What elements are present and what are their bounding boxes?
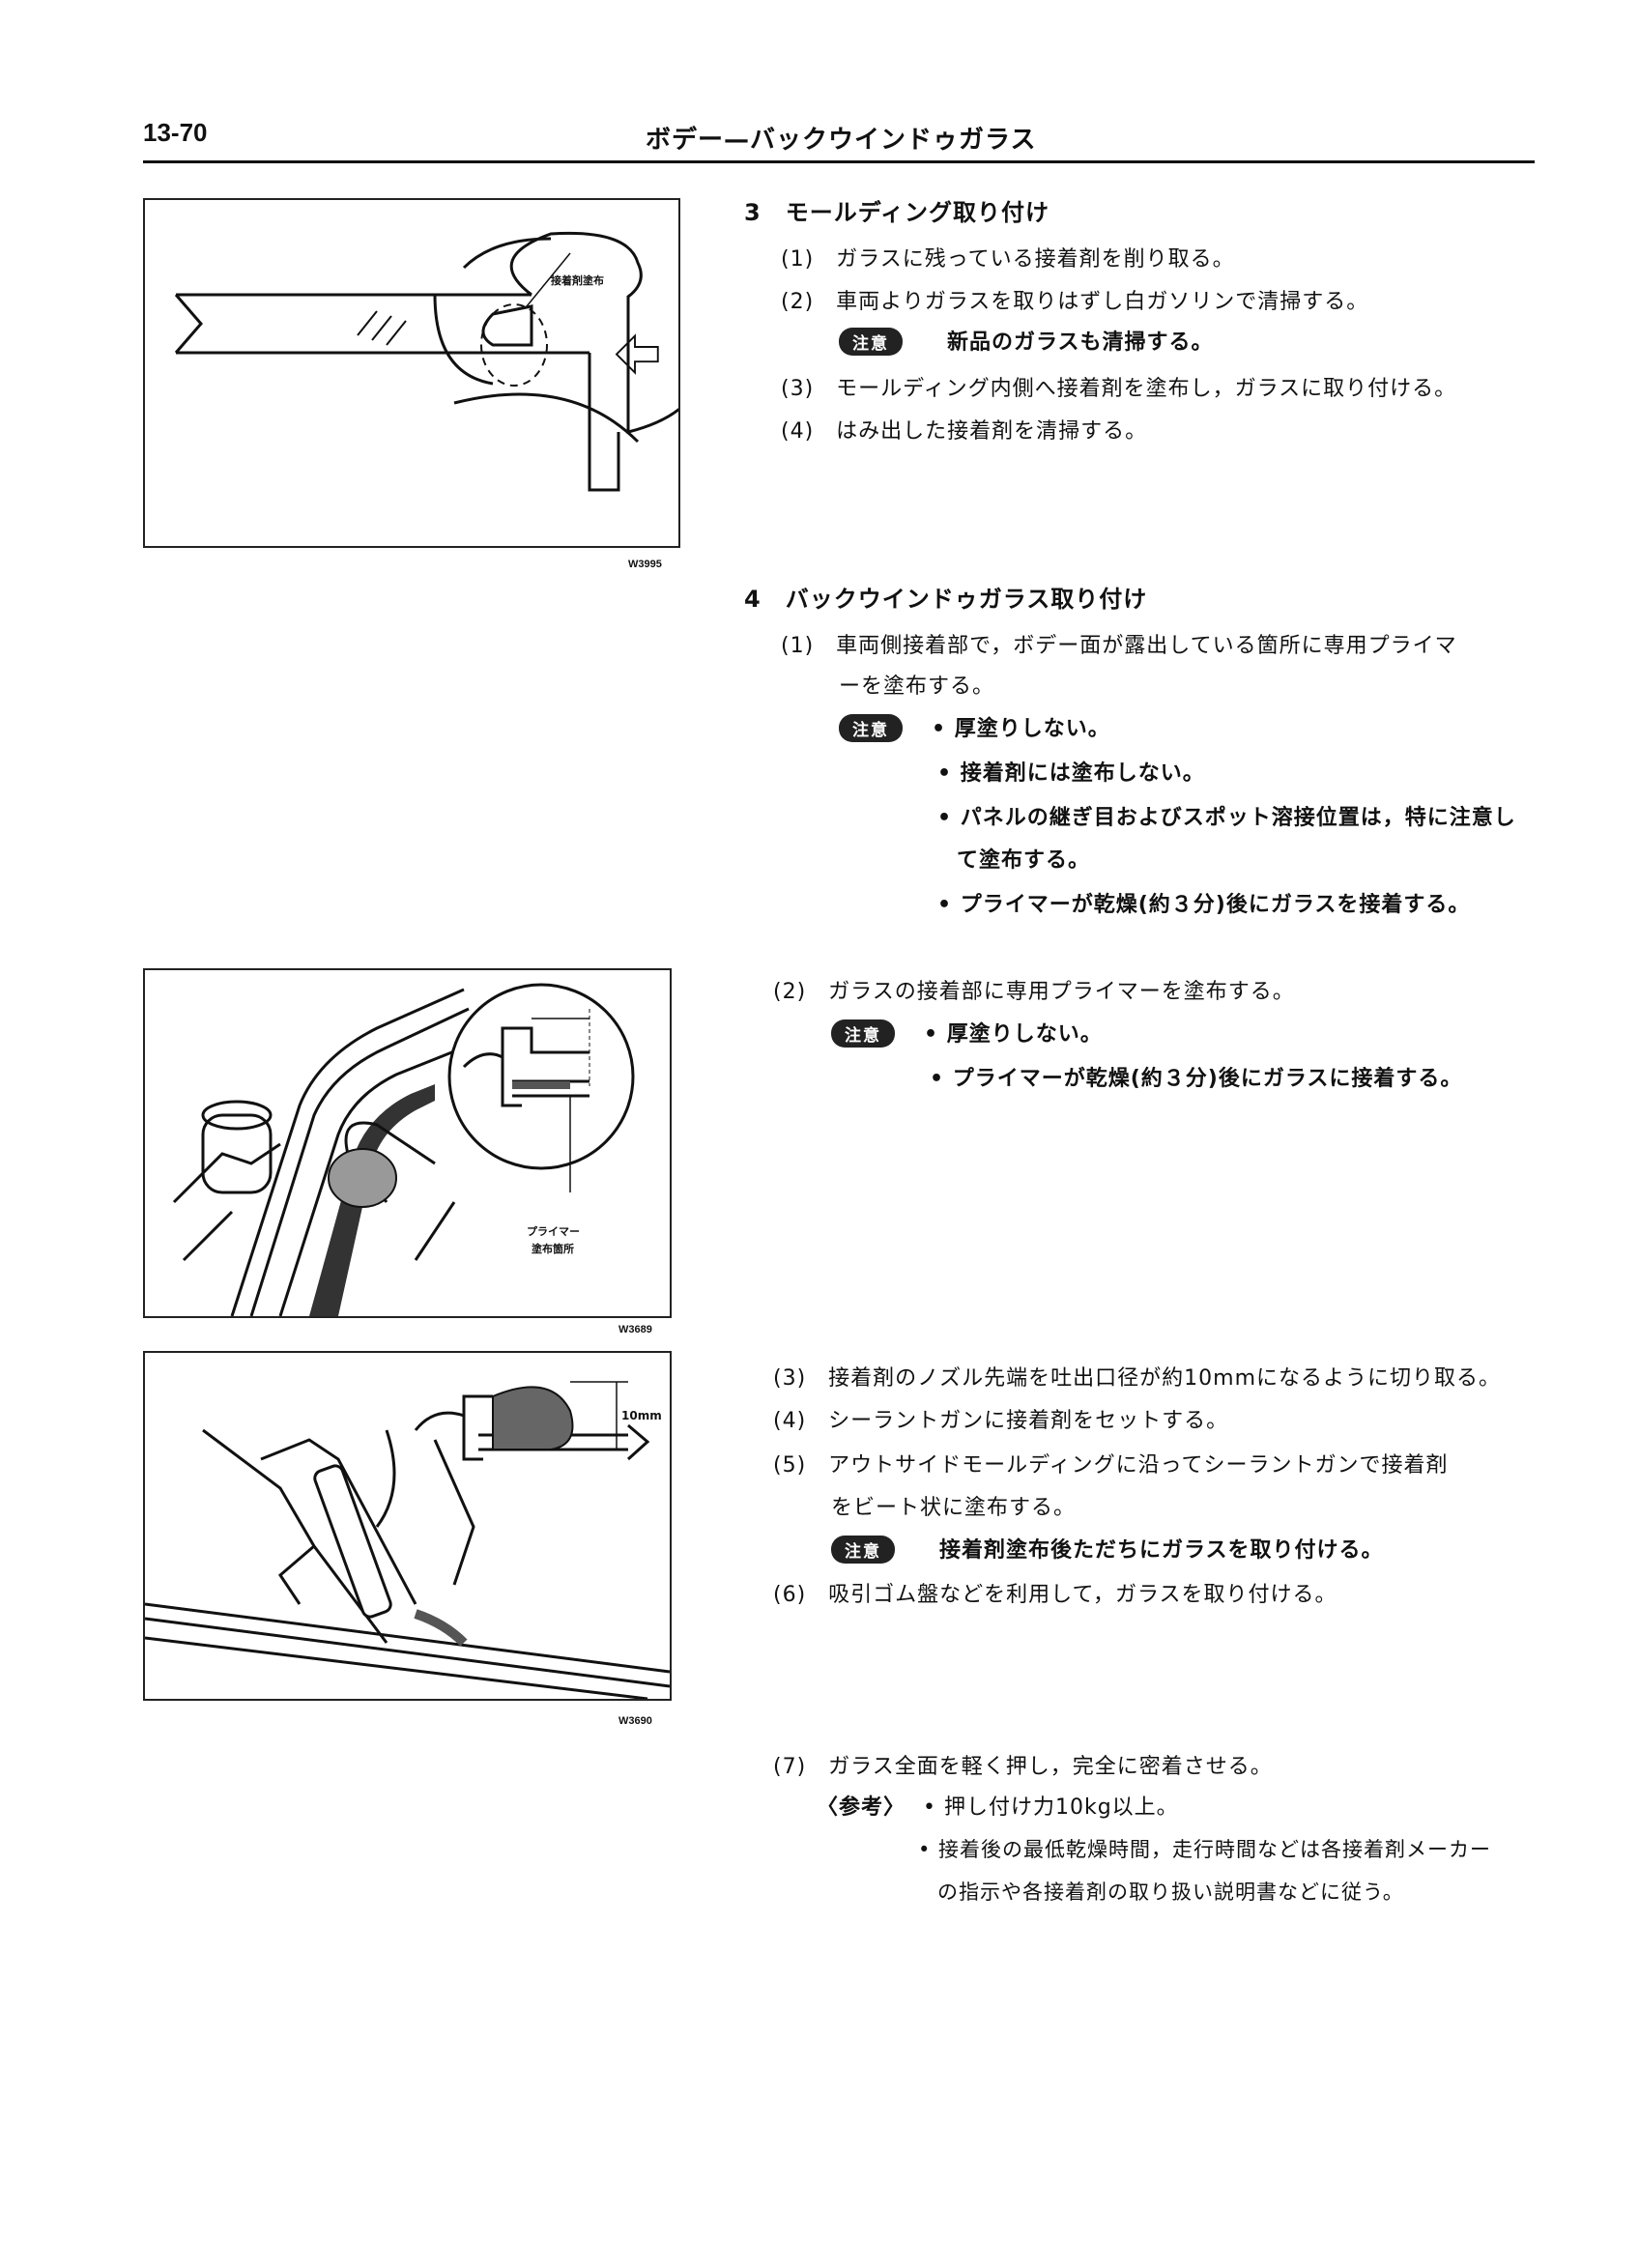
section4-step2: (2) ガラスの接着部に専用プライマーを塗布する。 — [773, 980, 1295, 1004]
section4-note1: 注意 • 厚塗りしない。 — [839, 711, 1110, 742]
section4-step3: (3) 接着剤のノズル先端を吐出口径が約10mmになるように切り取る。 — [773, 1366, 1502, 1391]
section3-step1: (1) ガラスに残っている接着剤を削り取る。 — [781, 247, 1235, 272]
note1-item-4: て塗布する。 — [957, 848, 1091, 873]
note2-item-2: • プライマーが乾燥(約３分)後にガラスに接着する。 — [930, 1067, 1463, 1091]
page-title: ボデー—バックウインドゥガラス — [646, 126, 1037, 155]
ref-item-3: の指示や各接着剤の取り扱い説明書などに従う。 — [937, 1880, 1404, 1904]
primer-label-2: 塗布箇所 — [532, 1243, 574, 1255]
section4-heading: 4 バックウインドゥガラス取り付け — [744, 586, 1148, 613]
figure-molding: 接着剤塗布 — [143, 198, 680, 548]
section4-note3: 注意 接着剤塗布後ただちにガラスを取り付ける。 — [831, 1533, 1384, 1564]
reference-block: 〈参考〉 • 押し付け力10kg以上。 — [817, 1790, 1179, 1821]
section4-step4: (4) シーラントガンに接着剤をセットする。 — [773, 1409, 1229, 1433]
note1-item-3: • パネルの継ぎ目およびスポット溶接位置は，特に注意し — [937, 806, 1516, 830]
header-rule — [143, 160, 1535, 163]
note-badge: 注意 — [839, 714, 903, 742]
section4-step7: (7) ガラス全面を軽く押し，完全に密着させる。 — [773, 1755, 1273, 1779]
section3-step3: (3) モールディング内側へ接着剤を塗布し，ガラスに取り付ける。 — [781, 377, 1457, 401]
section3-note-text: 新品のガラスも清掃する。 — [947, 330, 1214, 355]
section4-step5-line2: をビート状に塗布する。 — [831, 1496, 1077, 1520]
note1-item-2: • 接着剤には塗布しない。 — [937, 761, 1205, 786]
note1-item-1: • 厚塗りしない。 — [932, 717, 1110, 741]
primer-label-1: プライマー — [527, 1225, 580, 1238]
note2-item-1: • 厚塗りしない。 — [924, 1022, 1103, 1047]
section3-step4: (4) はみ出した接着剤を清掃する。 — [781, 419, 1148, 444]
dim-10mm-label: 10mm — [621, 1409, 662, 1422]
note-badge: 注意 — [831, 1019, 895, 1048]
section4-step6: (6) 吸引ゴム盤などを利用して，ガラスを取り付ける。 — [773, 1583, 1337, 1607]
section3-heading: 3 モールディング取り付け — [744, 199, 1050, 226]
page-number: 13-70 — [143, 118, 208, 147]
section3-note: 注意 新品のガラスも清掃する。 — [839, 325, 1214, 356]
primer-illustration — [172, 983, 635, 1316]
section4-step1-line2: ーを塗布する。 — [839, 675, 995, 699]
section4-note2: 注意 • 厚塗りしない。 — [831, 1017, 1103, 1048]
note-badge: 注意 — [831, 1536, 895, 1564]
sealant-gun-illustration — [145, 1381, 670, 1699]
adhesive-label: 接着剤塗布 — [551, 274, 604, 287]
figure-code-w3995: W3995 — [628, 559, 662, 570]
figure-primer: プライマー 塗布箇所 — [143, 968, 672, 1318]
section4-step1-line1: (1) 車両側接着部で，ボデー面が露出している箇所に専用プライマ — [781, 634, 1457, 658]
figure-code-w3690: W3690 — [618, 1715, 652, 1727]
note-badge: 注意 — [839, 328, 903, 356]
ref-item-1: • 押し付け力10kg以上。 — [923, 1795, 1179, 1820]
section4-note3-text: 接着剤塗布後ただちにガラスを取り付ける。 — [939, 1538, 1384, 1563]
section4-step5-line1: (5) アウトサイドモールディングに沿ってシーラントガンで接着剤 — [773, 1453, 1449, 1478]
reference-label: 〈参考〉 — [817, 1795, 906, 1820]
note1-item-5: • プライマーが乾燥(約３分)後にガラスを接着する。 — [937, 893, 1471, 917]
figure-sealant-gun: 10mm — [143, 1351, 672, 1701]
ref-item-2: • 接着後の最低乾燥時間，走行時間などは各接着剤メーカー — [918, 1838, 1492, 1861]
figure-code-w3689: W3689 — [618, 1324, 652, 1335]
molding-illustration — [174, 231, 678, 492]
section3-step2: (2) 車両よりガラスを取りはずし白ガソリンで清掃する。 — [781, 290, 1369, 314]
